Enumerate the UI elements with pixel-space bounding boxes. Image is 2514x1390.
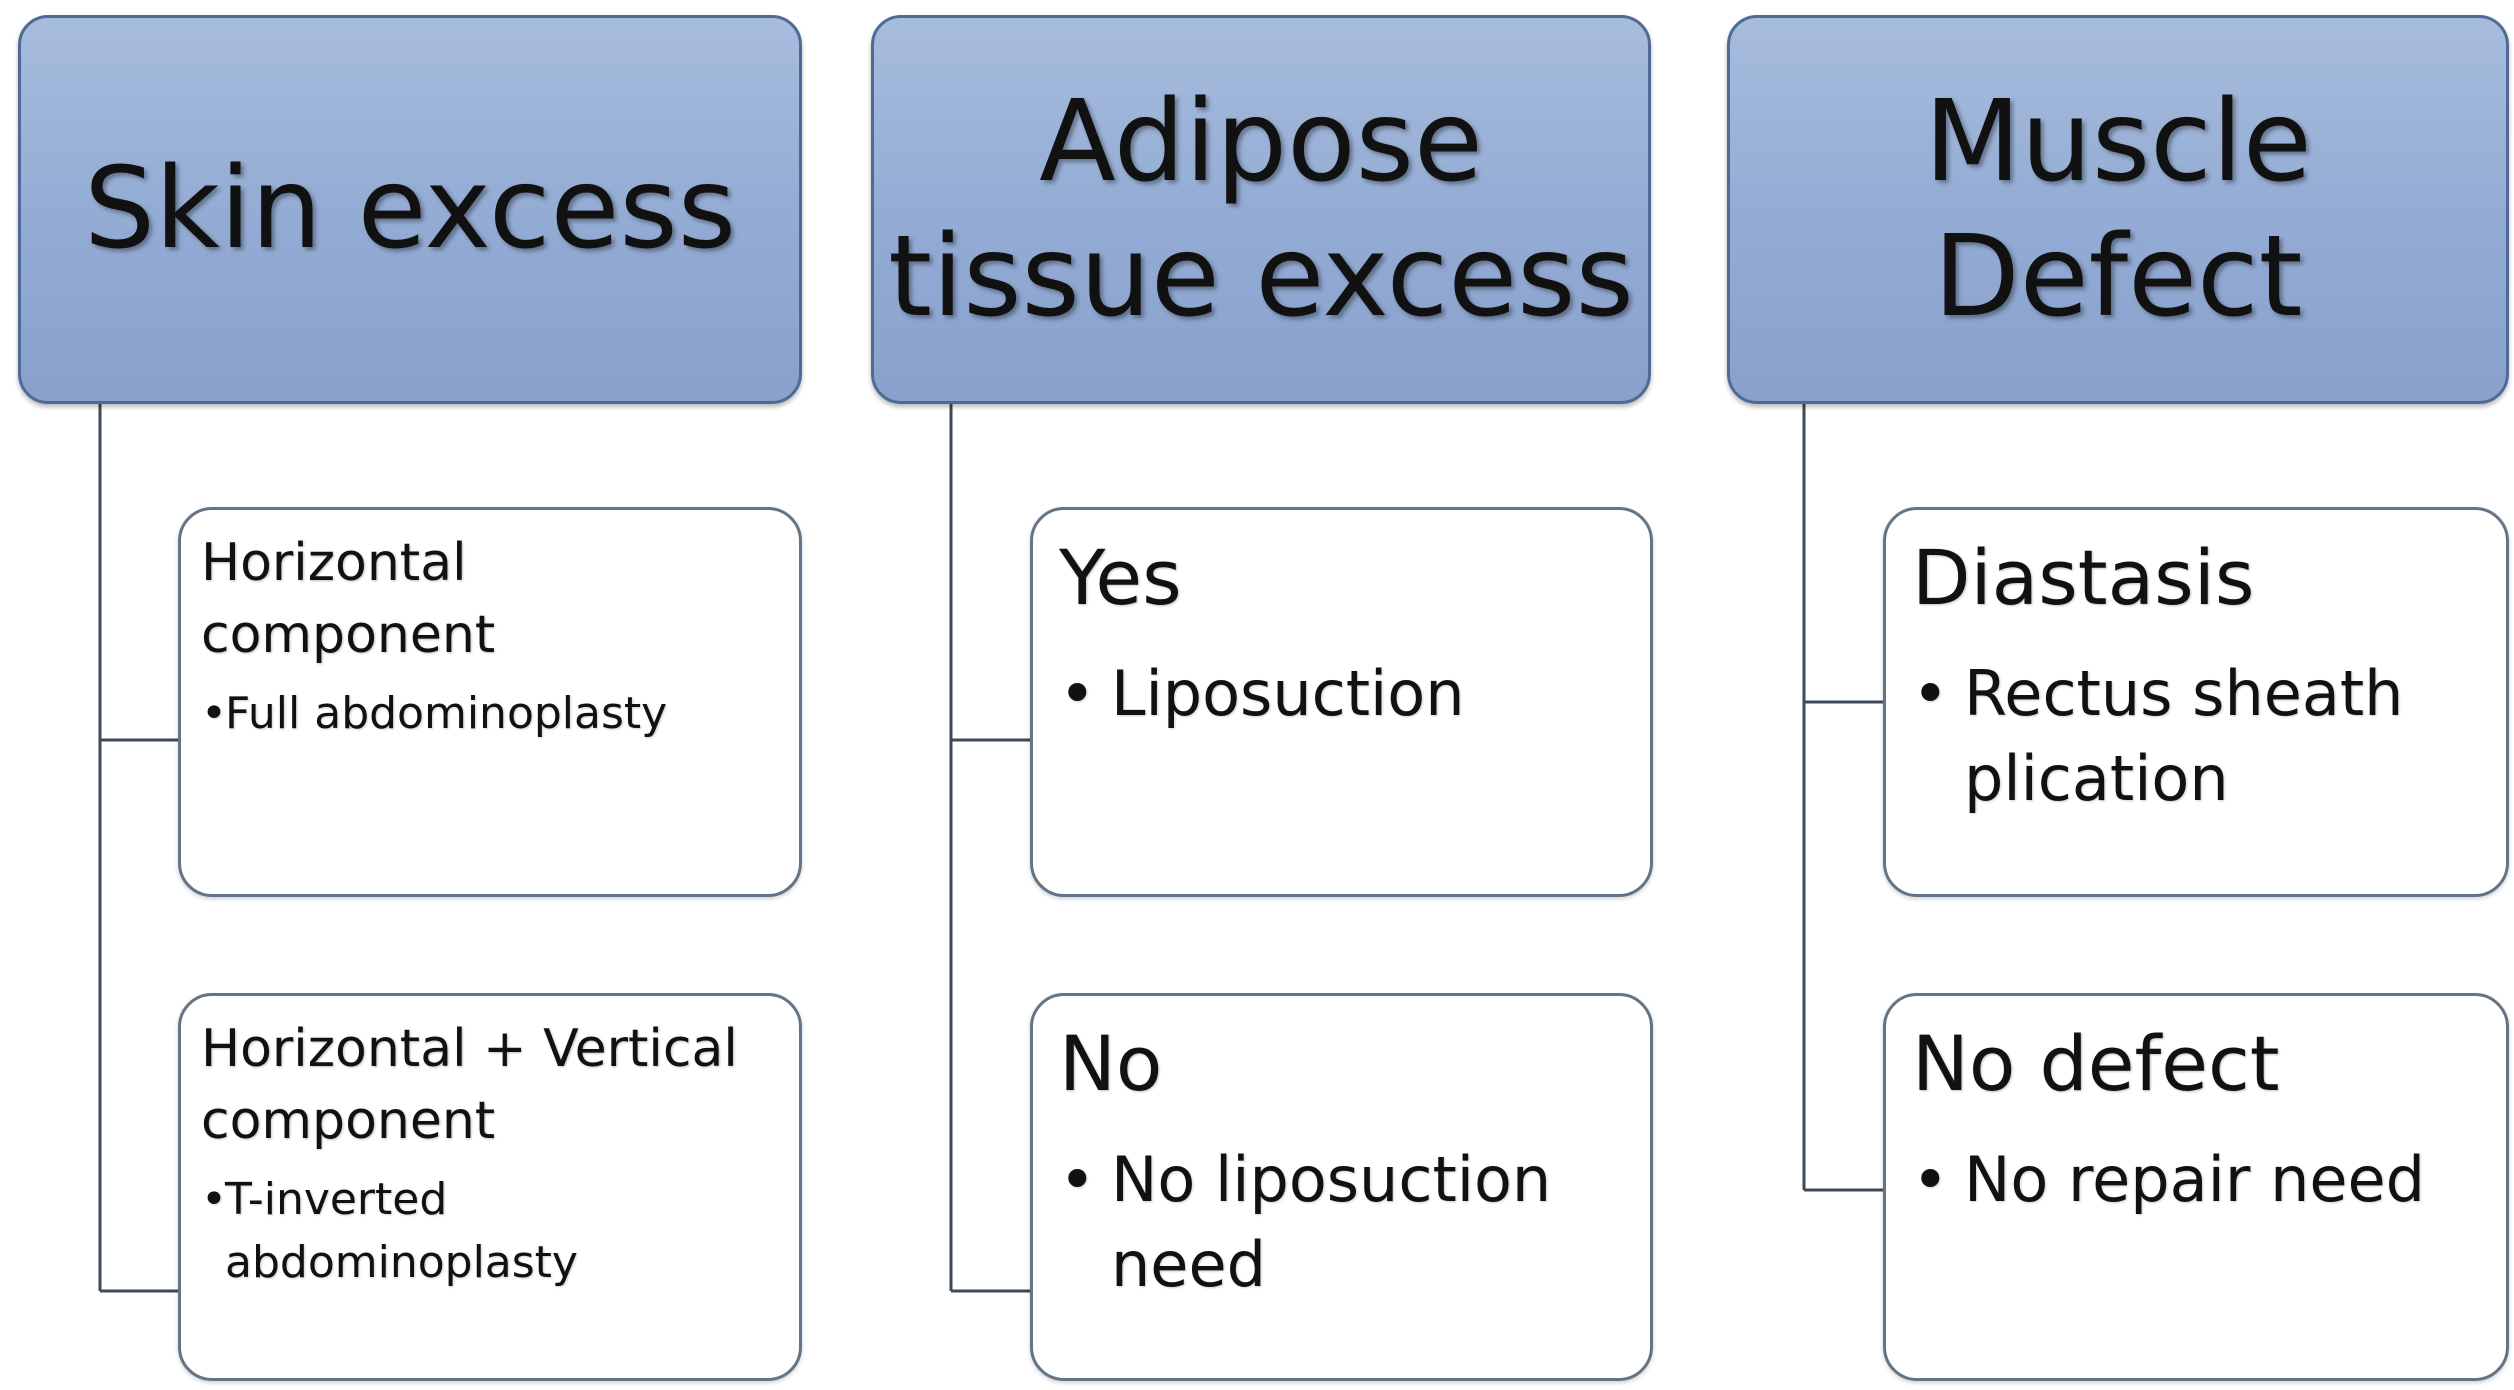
bullet-icon: • — [1912, 656, 1949, 730]
muscle-diastasis-box: Diastasis • Rectus sheath plication — [1883, 507, 2509, 897]
adipose-no-box: No • No liposuction need — [1030, 993, 1653, 1381]
header-skin-excess: Skin excess — [18, 15, 802, 404]
bullet-text: Full abdominoplasty — [225, 687, 668, 739]
adipose-yes-box: Yes • Liposuction — [1030, 507, 1653, 897]
bullet-icon: • — [1059, 1142, 1096, 1216]
box-title: Horizontal component — [201, 533, 496, 665]
bullet-item: • Rectus sheath plication — [1912, 651, 2484, 822]
box-title: No defect — [1912, 1019, 2280, 1108]
box-title: Horizontal + Vertical component — [201, 1019, 738, 1151]
box-title: No — [1059, 1019, 1163, 1108]
bullet-icon: • — [201, 1173, 227, 1225]
bullet-item: • No liposuction need — [1059, 1137, 1628, 1308]
bullet-text: Liposuction — [1111, 656, 1465, 730]
bullet-icon: • — [1059, 656, 1096, 730]
bullet-text: T-inverted abdominoplasty — [225, 1173, 578, 1289]
bullet-item: • Full abdominoplasty — [201, 682, 781, 746]
skin-horizontal-vertical-box: Horizontal + Vertical component • T-inve… — [178, 993, 802, 1381]
header-adipose-tissue-excess: Adipose tissue excess — [871, 15, 1651, 404]
bullet-text: No repair need — [1964, 1142, 2426, 1216]
bullet-text: No liposuction need — [1111, 1142, 1552, 1302]
muscle-no-defect-box: No defect • No repair need — [1883, 993, 2509, 1381]
bullet-item: • Liposuction — [1059, 651, 1628, 737]
box-title: Diastasis — [1912, 533, 2255, 622]
box-title: Yes — [1059, 533, 1182, 622]
header-muscle-defect: Muscle Defect — [1727, 15, 2509, 404]
bullet-icon: • — [1912, 1142, 1949, 1216]
bullet-item: • T-inverted abdominoplasty — [201, 1168, 781, 1296]
skin-horizontal-box: Horizontal component • Full abdominoplas… — [178, 507, 802, 897]
bullet-item: • No repair need — [1912, 1137, 2484, 1223]
bullet-icon: • — [201, 687, 227, 739]
bullet-text: Rectus sheath plication — [1964, 656, 2404, 816]
